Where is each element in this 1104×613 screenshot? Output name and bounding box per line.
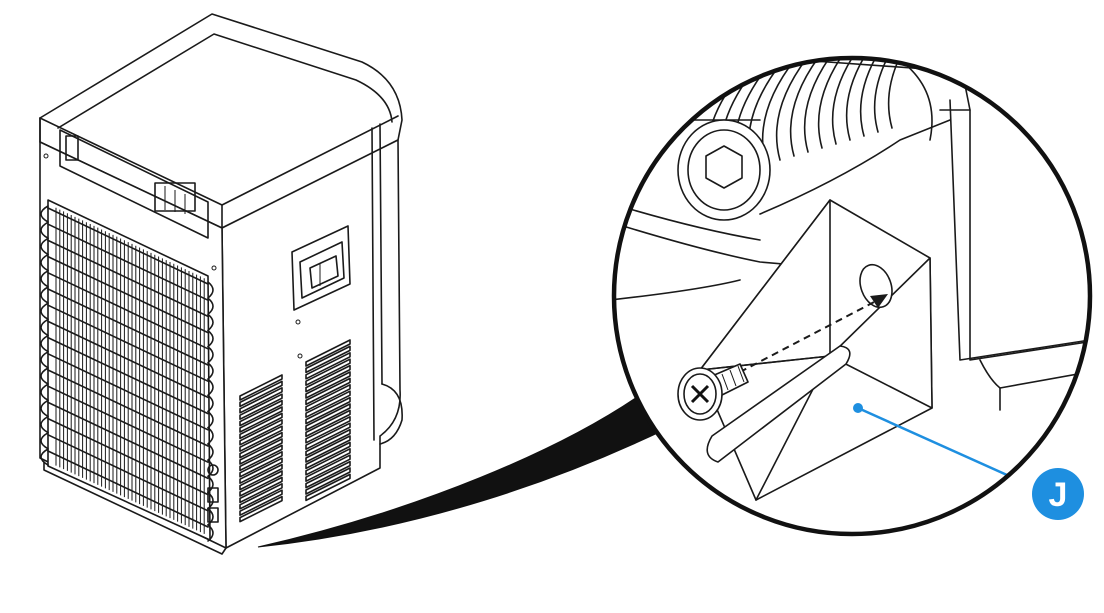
bracket-slot bbox=[706, 345, 851, 463]
mounting-bracket bbox=[699, 199, 933, 501]
callout-j: J bbox=[1032, 468, 1084, 520]
chiller-unit bbox=[39, 13, 403, 555]
side-vent-right bbox=[305, 339, 351, 502]
zoom-detail-circle bbox=[611, 55, 1093, 537]
condenser-coil bbox=[40, 199, 214, 542]
side-handle bbox=[291, 225, 351, 311]
callout-j-label: J bbox=[1049, 476, 1068, 514]
mounting-screw bbox=[677, 363, 749, 421]
zoom-circle-border bbox=[611, 55, 1093, 537]
bottom-ports bbox=[207, 464, 219, 523]
top-control-strip bbox=[59, 129, 209, 239]
callout-leader bbox=[853, 403, 1019, 482]
hose-fitting bbox=[677, 119, 771, 221]
insertion-arrow bbox=[739, 294, 888, 373]
side-vent-left bbox=[239, 374, 283, 523]
